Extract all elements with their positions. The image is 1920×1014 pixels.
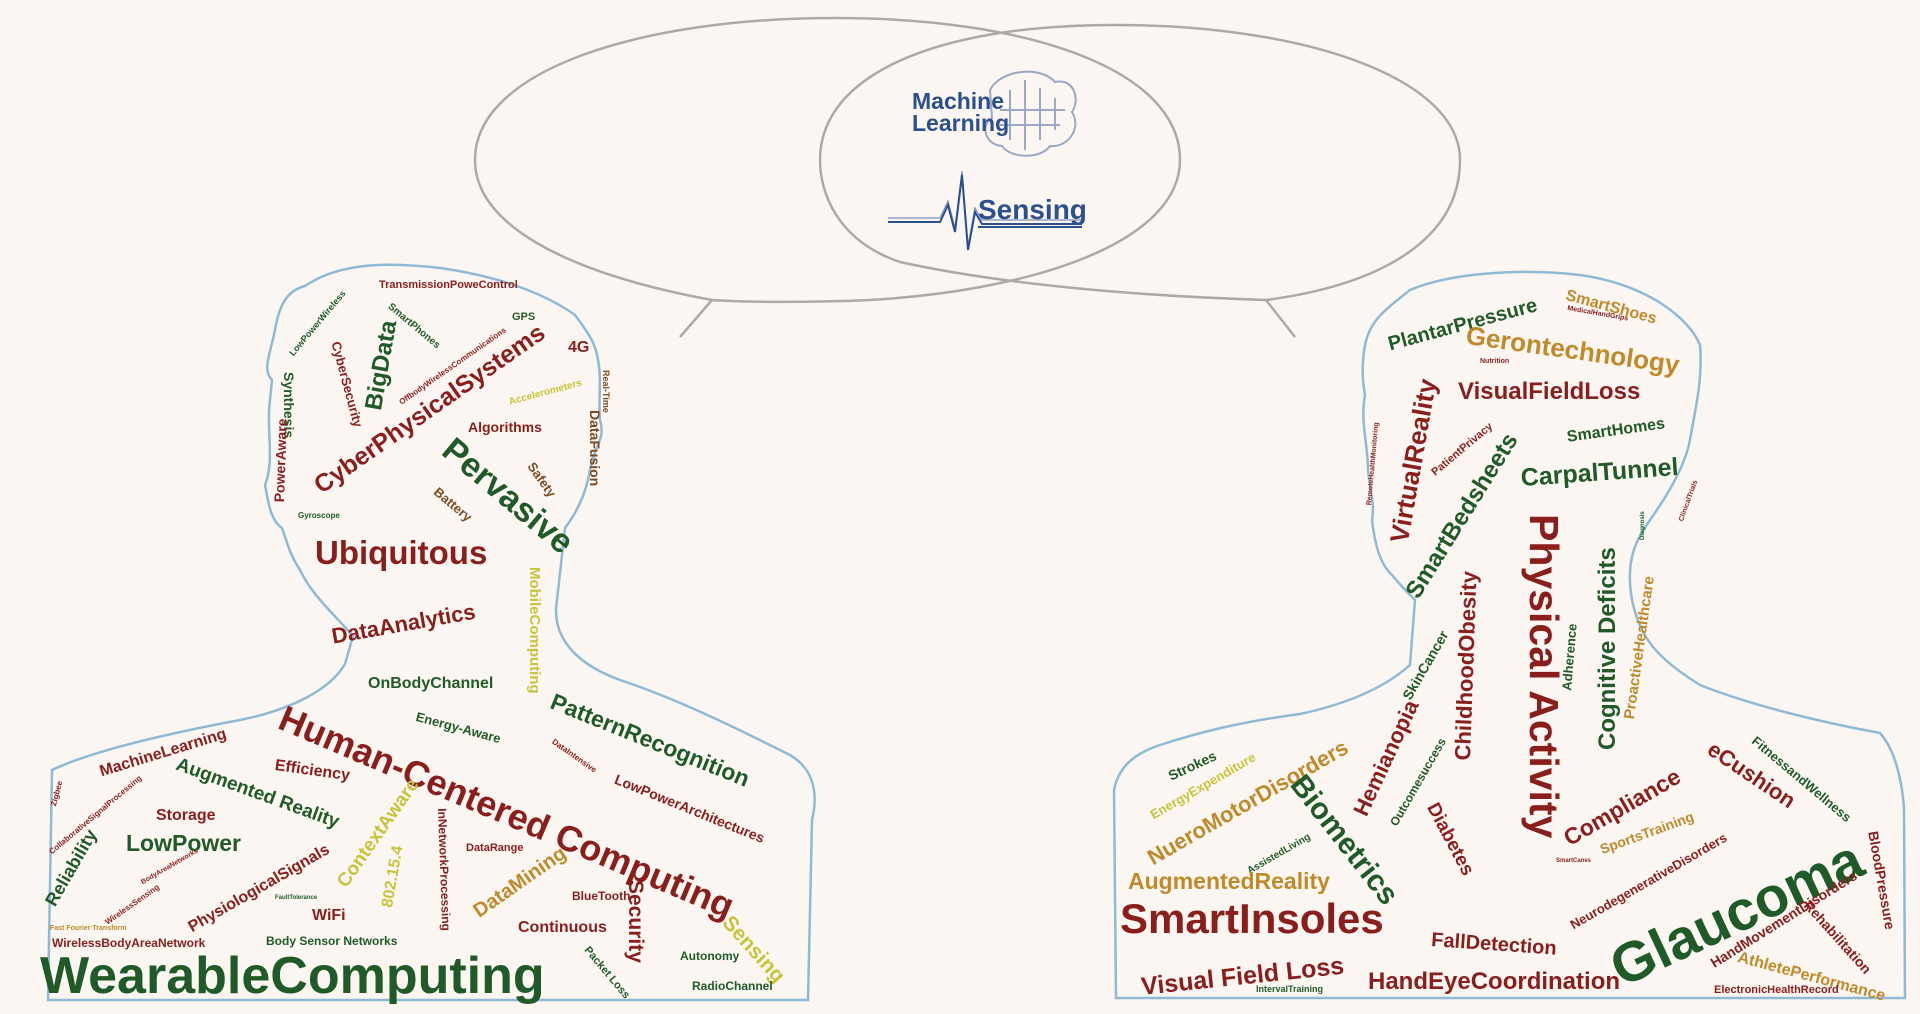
- word-wireless-body-area-network: WirelessBodyAreaNetwork: [52, 936, 206, 950]
- word-on-body-channel: OnBodyChannel: [368, 675, 494, 692]
- word-diagnosis: Diagnosis: [1640, 511, 1646, 540]
- word-low-power: LowPower: [126, 830, 242, 856]
- word-wifi: WiFi: [312, 907, 346, 924]
- word-4g: 4G: [568, 339, 590, 356]
- word-continuous: Continuous: [518, 919, 607, 936]
- word-wearable-computing: WearableComputing: [40, 947, 545, 1005]
- word-mobile-computing: MobileComputing: [526, 567, 543, 694]
- machine-learning-logo-text: Machine Learning: [912, 88, 1010, 136]
- word-visual-field-loss: VisualFieldLoss: [1458, 378, 1641, 405]
- word-smart-canes: SmartCanes: [1556, 858, 1592, 864]
- word-bluetooth: BlueTooth: [572, 889, 631, 903]
- brain-icon: [984, 70, 1077, 157]
- word-nutrition: Nutrition: [1480, 358, 1510, 365]
- right-person-outline: [1112, 270, 1907, 1000]
- word-cognitive-deficits: Cognitive Deficits: [1594, 547, 1621, 750]
- word-physical-activity: Physical Activity: [1521, 514, 1567, 839]
- word-hand-eye-coordination: HandEyeCoordination: [1368, 968, 1621, 995]
- word-autonomy: Autonomy: [680, 949, 740, 963]
- thought-bubble-left: [473, 16, 1182, 338]
- word-storage: Storage: [156, 807, 216, 824]
- word-data-range: DataRange: [466, 842, 524, 854]
- word-fault-tolerance: FaultTolerance: [275, 895, 318, 901]
- word-electronic-health-record: ElectronicHealthRecord: [1714, 984, 1839, 996]
- sensing-logo-text: Sensing: [978, 194, 1087, 225]
- word-interval-training: IntervalTraining: [1256, 984, 1324, 994]
- left-person-outline: [46, 263, 816, 1002]
- word-radio-channel: RadioChannel: [692, 979, 773, 993]
- word-security: Security: [624, 880, 647, 963]
- ml-line-1: Machine: [912, 88, 1005, 114]
- word-gyroscope: Gyroscope: [298, 511, 340, 520]
- word-power-aware: PowerAware: [271, 418, 290, 503]
- word-ubiquitous: Ubiquitous: [315, 534, 488, 571]
- word-smart-insoles: SmartInsoles: [1120, 895, 1384, 942]
- word-real-time: Real-Time: [601, 370, 611, 413]
- word-algorithms: Algorithms: [468, 419, 542, 435]
- thought-bubble-right: [818, 23, 1462, 338]
- ml-line-2: Learning: [912, 110, 1010, 136]
- word-body-sensor-networks: Body Sensor Networks: [266, 934, 398, 948]
- word-augmented-reality-right: AugmentedReality: [1128, 868, 1330, 894]
- word-transmission-power-control: TransmissionPoweControl: [379, 279, 518, 291]
- word-gps: GPS: [512, 311, 536, 323]
- word-data-fusion: DataFusion: [587, 410, 603, 487]
- word-fast-fourier-transform: Fast Fourier Transform: [50, 925, 127, 932]
